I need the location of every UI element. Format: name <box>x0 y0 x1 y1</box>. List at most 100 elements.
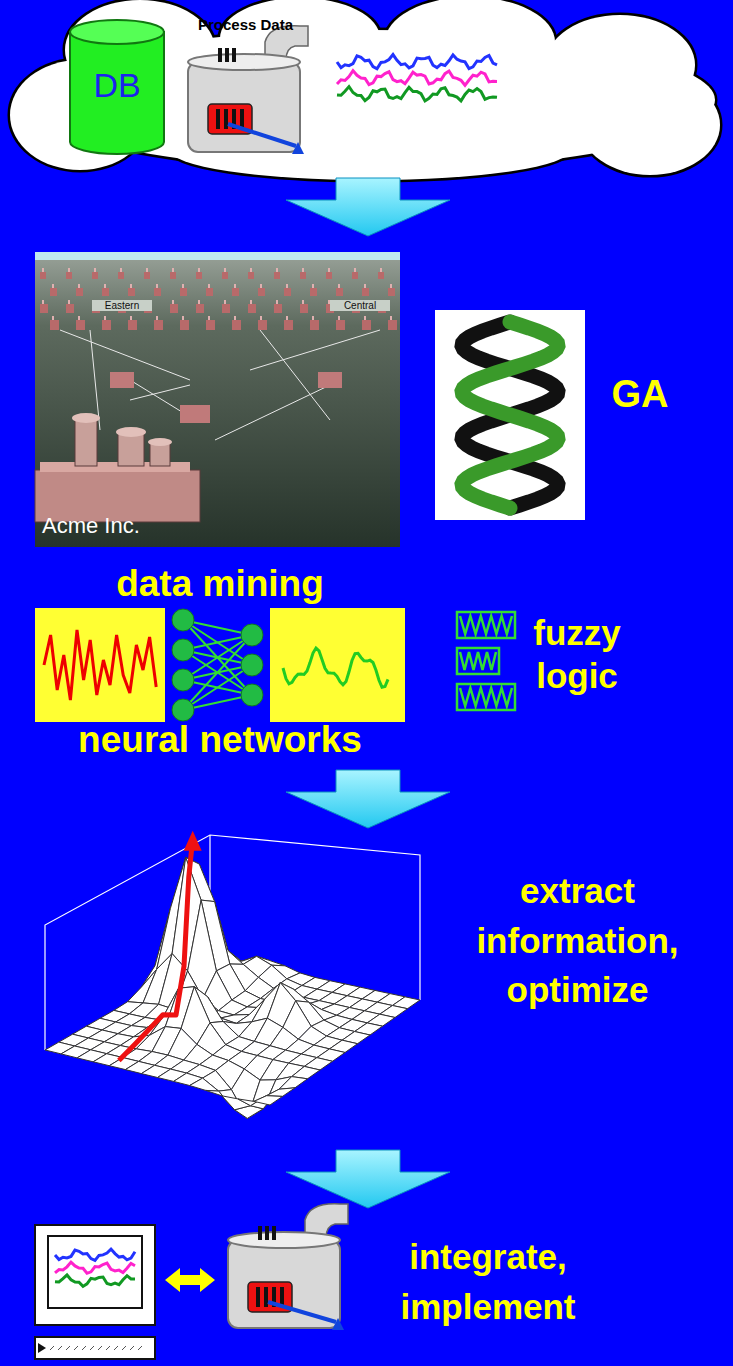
plant-icon <box>352 272 358 279</box>
plant-icon <box>196 304 204 313</box>
neuron <box>241 624 263 646</box>
plant-icon <box>180 288 187 296</box>
process-node: Process Data <box>178 16 313 156</box>
cloud <box>10 0 720 180</box>
plant-stack <box>260 284 262 288</box>
plant-icon <box>118 272 124 279</box>
neuron <box>241 684 263 706</box>
membership-function <box>460 652 496 670</box>
plant-stack <box>156 284 158 288</box>
surface-cell <box>254 1096 283 1105</box>
database-top <box>70 20 164 44</box>
stack <box>218 48 222 62</box>
plant-icon <box>102 288 109 296</box>
tank-body <box>188 62 300 152</box>
cloud-fill <box>580 75 720 175</box>
panel-bar <box>224 109 228 129</box>
panel-bar <box>216 109 220 129</box>
plant-stack <box>104 316 106 320</box>
plant-stack <box>146 268 148 272</box>
optimization-surface <box>45 831 420 1119</box>
plant-stack <box>68 300 70 304</box>
input-signal-panel <box>35 608 165 722</box>
method-label: fuzzy logic <box>512 612 642 697</box>
plant-stack <box>94 268 96 272</box>
key <box>122 1346 126 1350</box>
plant-stack <box>130 316 132 320</box>
flow-arrow <box>286 178 450 236</box>
plant-stack <box>198 300 200 304</box>
plant-icon <box>388 320 397 330</box>
plant-stack <box>354 268 356 272</box>
plant-tank-top <box>116 427 146 437</box>
plant-icon <box>284 320 293 330</box>
plant-stack <box>286 284 288 288</box>
plant-stack <box>234 284 236 288</box>
plant-icon <box>110 372 134 388</box>
plant-stack <box>42 300 44 304</box>
plant-icon <box>128 320 137 330</box>
neuron <box>172 669 194 691</box>
plant-stack <box>52 316 54 320</box>
surface-cell <box>190 1078 219 1091</box>
plant-icon <box>248 272 254 279</box>
plant-stack <box>390 284 392 288</box>
plant-icon <box>170 304 178 313</box>
stage-label: neural networks <box>15 718 425 762</box>
plant-icon <box>300 304 308 313</box>
plant-stack <box>328 268 330 272</box>
plant-icon <box>170 272 176 279</box>
signal-trace <box>337 71 497 86</box>
lever-pivot <box>292 142 304 154</box>
key <box>82 1346 86 1350</box>
plant-icon <box>76 320 85 330</box>
plant-icon <box>180 405 210 423</box>
step-label: integrate, implement <box>348 1232 628 1331</box>
signal-trace <box>55 1249 135 1260</box>
node-text: DB <box>70 40 164 105</box>
plant-icon <box>222 304 230 313</box>
plant-stack <box>250 268 252 272</box>
site-label: Central <box>330 300 390 311</box>
plant-stack <box>172 268 174 272</box>
image-sky <box>35 252 400 260</box>
signal-trace <box>337 87 497 101</box>
plant-stack <box>302 268 304 272</box>
network-link <box>250 330 380 370</box>
filtered-signal <box>283 648 388 687</box>
membership-function <box>460 688 512 706</box>
plant-stack <box>208 316 210 320</box>
plant-tower-top <box>72 413 100 423</box>
plant-stack <box>338 316 340 320</box>
plant-icon <box>362 320 371 330</box>
key <box>98 1346 102 1350</box>
search-path-head <box>184 831 202 851</box>
surface-cell <box>279 1077 307 1090</box>
plant-icon <box>102 320 111 330</box>
neuron-link <box>183 665 252 710</box>
key <box>58 1346 62 1350</box>
keyboard <box>35 1337 155 1359</box>
process-tank <box>228 1204 348 1330</box>
neuron <box>241 654 263 676</box>
key <box>50 1346 54 1350</box>
plant-stack <box>78 284 80 288</box>
plant-tower <box>75 418 97 466</box>
plant-icon <box>40 304 48 313</box>
panel-bar <box>256 1287 260 1307</box>
lever-pivot <box>332 1318 344 1330</box>
neuron <box>172 609 194 631</box>
plant-icon <box>66 304 74 313</box>
plant-icon <box>274 272 280 279</box>
plant-icon <box>326 272 332 279</box>
plant-icon <box>232 288 239 296</box>
plant-stack <box>78 316 80 320</box>
key <box>66 1346 70 1350</box>
plant-stack <box>286 316 288 320</box>
plant-stack <box>68 268 70 272</box>
plant-stack <box>172 300 174 304</box>
plant-stack <box>52 284 54 288</box>
plant-icon <box>274 304 282 313</box>
